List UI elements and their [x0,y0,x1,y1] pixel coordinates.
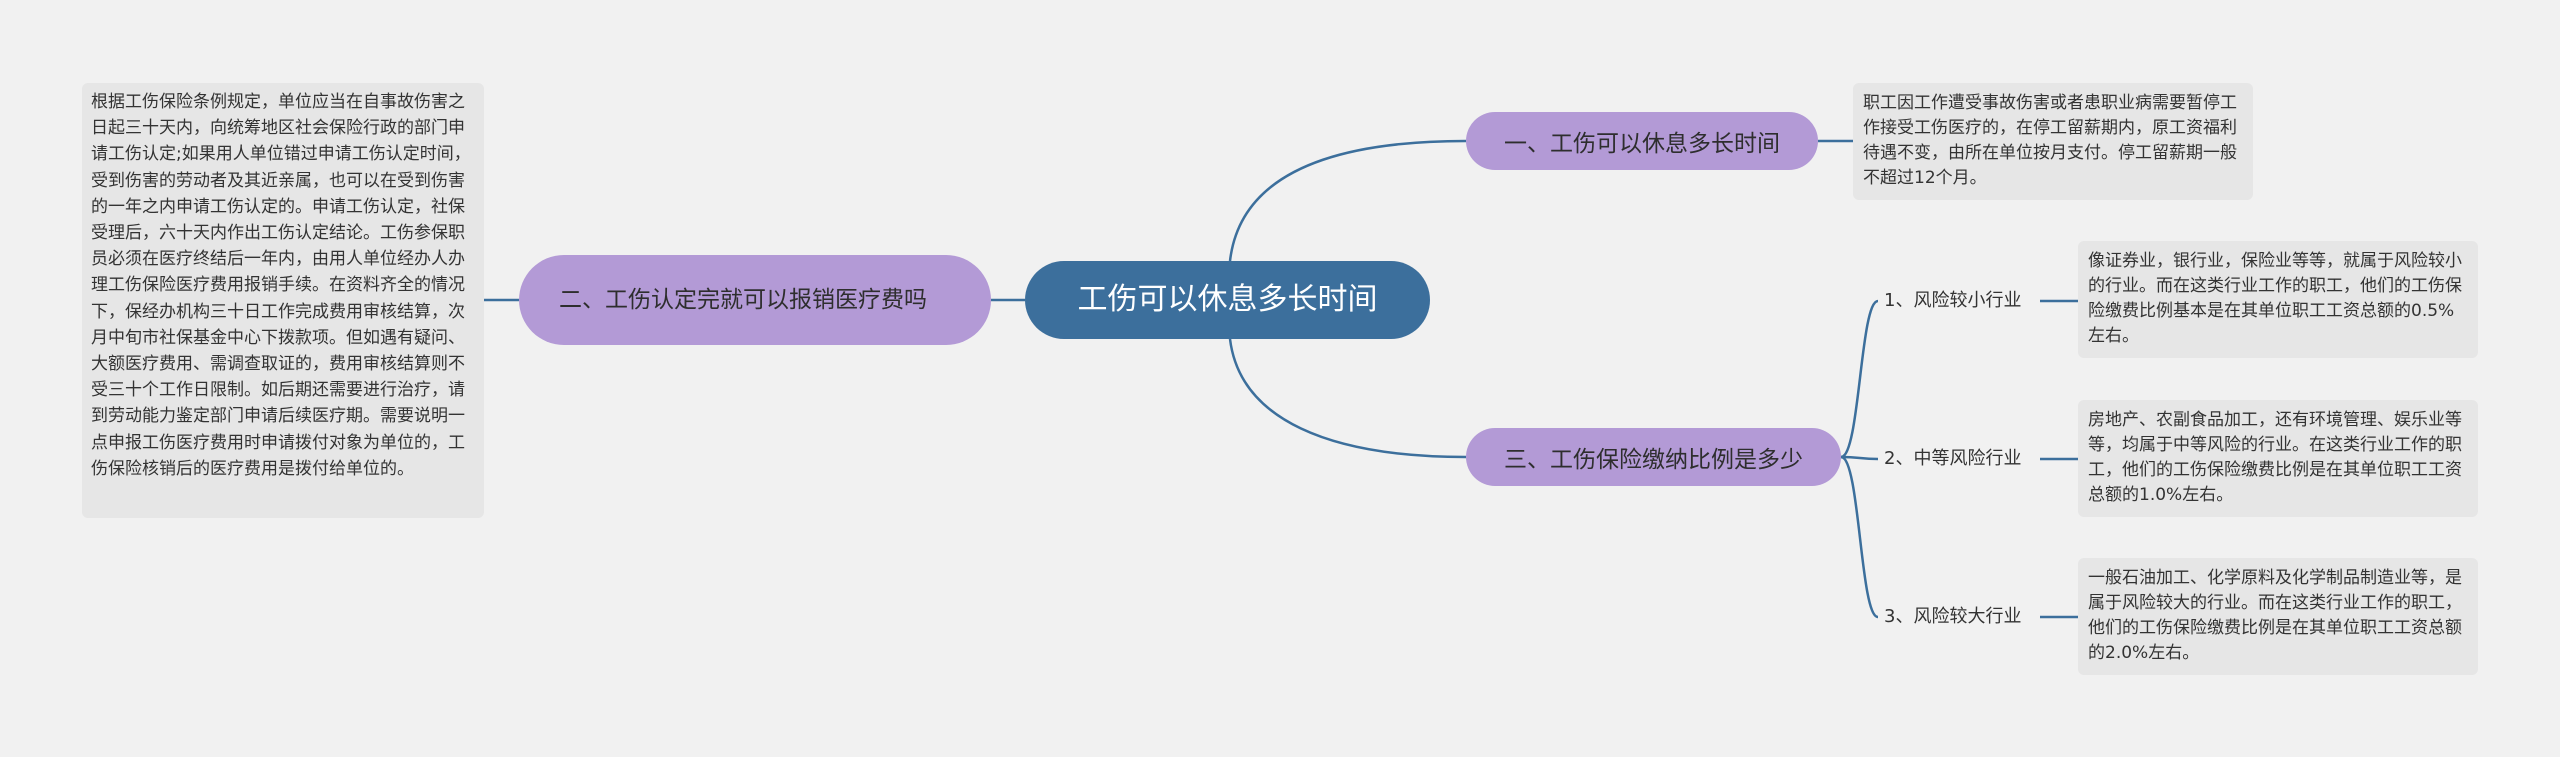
edge-b3-s3 [1840,455,1879,619]
sub-topic-high-risk[interactable]: 3、风险较大行业 [1878,604,2028,630]
leaf-rest-duration-text: 职工因工作遭受事故伤害或者患职业病需要暂停工作接受工伤医疗的，在停工留薪期内，原… [1853,83,2253,200]
branch-insurance-rate[interactable]: 三、工伤保险缴纳比例是多少 [1466,428,1841,486]
sub-topic-low-risk[interactable]: 1、风险较小行业 [1878,288,2028,314]
edge-root-b3 [1228,338,1467,459]
leaf-medical-reimbursement-text: 根据工伤保险条例规定，单位应当在自事故伤害之日起三十天内，向统筹地区社会保险行政… [82,83,484,518]
edge-b3-s2 [1840,455,1879,461]
edge-b3-s1 [1840,299,1879,459]
sub-topic-medium-risk[interactable]: 2、中等风险行业 [1878,446,2028,472]
leaf-high-risk-text: 一般石油加工、化学原料及化学制品制造业等，是属于风险较大的行业。而在这类行业工作… [2078,558,2478,675]
branch-rest-duration[interactable]: 一、工伤可以休息多长时间 [1466,112,1818,170]
edge-root-b1 [1228,139,1467,262]
leaf-low-risk-text: 像证券业，银行业，保险业等等，就属于风险较小的行业。而在这类行业工作的职工，他们… [2078,241,2478,358]
leaf-medium-risk-text: 房地产、农副食品加工，还有环境管理、娱乐业等等，均属于中等风险的行业。在这类行业… [2078,400,2478,517]
root-topic[interactable]: 工伤可以休息多长时间 [1025,261,1430,339]
branch-medical-reimbursement[interactable]: 二、工伤认定完就可以报销医疗费吗 [519,255,991,345]
